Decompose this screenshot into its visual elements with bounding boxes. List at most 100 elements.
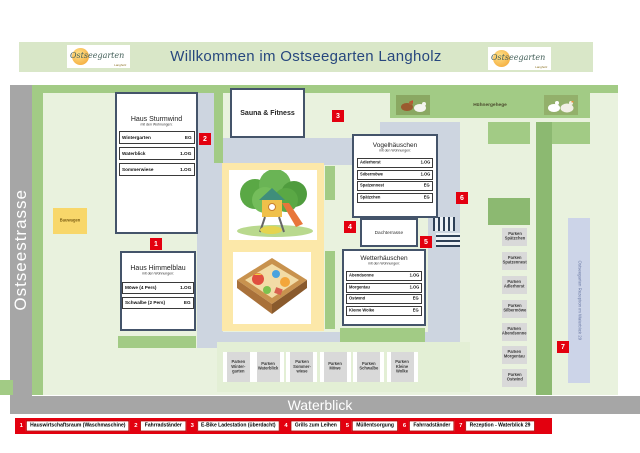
parking-box: Parken Kleine Wolke — [391, 352, 414, 382]
parking-slot: Parken Kleine Wolke — [387, 352, 418, 382]
hedge-left — [32, 85, 43, 395]
playground-panel — [222, 163, 324, 331]
dachterrasse-building: Dachterrasse — [360, 218, 418, 247]
header-band: Willkommen im Ostseegarten Langholz Osts… — [19, 42, 593, 72]
house-title: Haus Himmelblau — [130, 265, 186, 272]
parking-box: Parken Möwe — [324, 352, 347, 382]
parking-box: Parken Abendsonne — [502, 323, 527, 341]
map-badge-1: 1 — [150, 238, 162, 250]
house-wetterhaeuschen: Wetterhäuschen mit den Wohnungen: Abends… — [342, 249, 426, 326]
house-himmelblau: Haus Himmelblau mit den Wohnungen: Möwe … — [120, 251, 196, 331]
house-subtitle: mit den Wohnungen: — [140, 123, 173, 127]
street-ostseestrasse-label: Ostseestrasse — [11, 188, 30, 311]
parking-box: Parken Ostwind — [502, 369, 527, 387]
chicken-photo — [396, 95, 430, 115]
hedge-block — [488, 122, 530, 144]
reception-strip: Ostseegarten Rezeption im Waterblick 29 — [568, 218, 590, 383]
parking-slot: Parken Sommer- wiese — [286, 352, 317, 382]
hedge-strip — [118, 336, 196, 348]
parking-box: Parken Spatzennest — [502, 252, 527, 270]
house-title: Haus Sturmwind — [130, 116, 183, 123]
parking-box: Parken Spätzchen — [502, 228, 527, 246]
bauwagen-area: Bauwagen — [53, 208, 87, 234]
logo-text: Ostseegarten — [70, 51, 125, 60]
parking-box: Parken Schwalbe — [357, 352, 380, 382]
parking-box: Parken Winter- garten — [227, 352, 250, 382]
map-badge-7: 7 — [557, 341, 569, 353]
chicken-enclosure-label: Hühnergehege — [473, 102, 507, 108]
parking-box: Parken Sommer- wiese — [290, 352, 313, 382]
sauna-fitness-building: Sauna & Fitness — [230, 88, 305, 138]
hedge-corner — [0, 380, 13, 395]
hedge-vertical-right — [536, 122, 552, 395]
sandbox-image — [233, 252, 311, 324]
playground-image — [229, 170, 317, 240]
house-title: Wetterhäuschen — [360, 255, 408, 262]
dachterrasse-label: Dachterrasse — [374, 230, 404, 235]
parking-slot: Parken Schwalbe — [353, 352, 384, 382]
bin-enclosure-icon — [433, 217, 455, 231]
apartment-row: Schwalbe (2 Pers)EG — [122, 297, 194, 309]
hedge-strip — [325, 166, 335, 200]
sauna-label: Sauna & Fitness — [240, 109, 295, 117]
parking-box: Parken Silbermöwe — [502, 300, 527, 318]
parking-slot: Parken Winter- garten — [223, 352, 254, 382]
map-badge-6: 6 — [456, 192, 468, 204]
apartment-row: Möwe (4 Pers)1.OG — [122, 282, 194, 294]
logo-left: Ostseegarten Langholz — [67, 45, 130, 68]
house-subtitle: mit den Wohnungen: — [141, 272, 175, 276]
logo-subtext: Langholz — [534, 66, 547, 69]
parking-box: Parken Morgentau — [502, 346, 527, 364]
sun-icon — [72, 48, 89, 65]
hedge-block — [488, 198, 530, 225]
map-badge-4: 4 — [344, 221, 356, 233]
hedge-strip — [340, 328, 425, 342]
reception-strip-label: Ostseegarten Rezeption im Waterblick 29 — [576, 260, 582, 341]
sun-icon — [493, 50, 510, 67]
chicken-enclosure: Hühnergehege — [390, 92, 590, 118]
house-subtitle: mit den Wohnungen: — [378, 149, 412, 153]
bauwagen-label: Bauwagen — [59, 218, 81, 224]
parking-box: Parken Waterblick — [257, 352, 280, 382]
map-badge-2: 2 — [199, 133, 211, 145]
street-waterblick: Waterblick — [10, 396, 640, 414]
hedge-strip — [325, 251, 335, 329]
geese-photo — [544, 95, 578, 115]
parking-box: Parken Adlerhorst — [502, 276, 527, 294]
hedge-block — [552, 122, 590, 144]
page-title: Willkommen im Ostseegarten Langholz — [170, 48, 442, 65]
hedge-top — [43, 85, 618, 93]
stairs-icon — [436, 233, 460, 247]
house-sturmwind: Haus Sturmwind mit den Wohnungen: Winter… — [115, 92, 198, 234]
hedge-strip — [214, 93, 223, 163]
house-title: Vogelhäuschen — [372, 142, 418, 149]
logo-text: Ostseegarten — [491, 53, 546, 62]
parking-slot: Parken Möwe — [320, 352, 351, 382]
street-ostseestrasse: Ostseestrasse — [10, 85, 32, 414]
street-waterblick-label: Waterblick — [287, 397, 353, 413]
logo-subtext: Langholz — [113, 64, 126, 67]
house-vogelhaeuschen: Vogelhäuschen mit den Wohnungen: Adlerho… — [352, 134, 438, 218]
house-subtitle: mit den Wohnungen: — [367, 262, 401, 266]
